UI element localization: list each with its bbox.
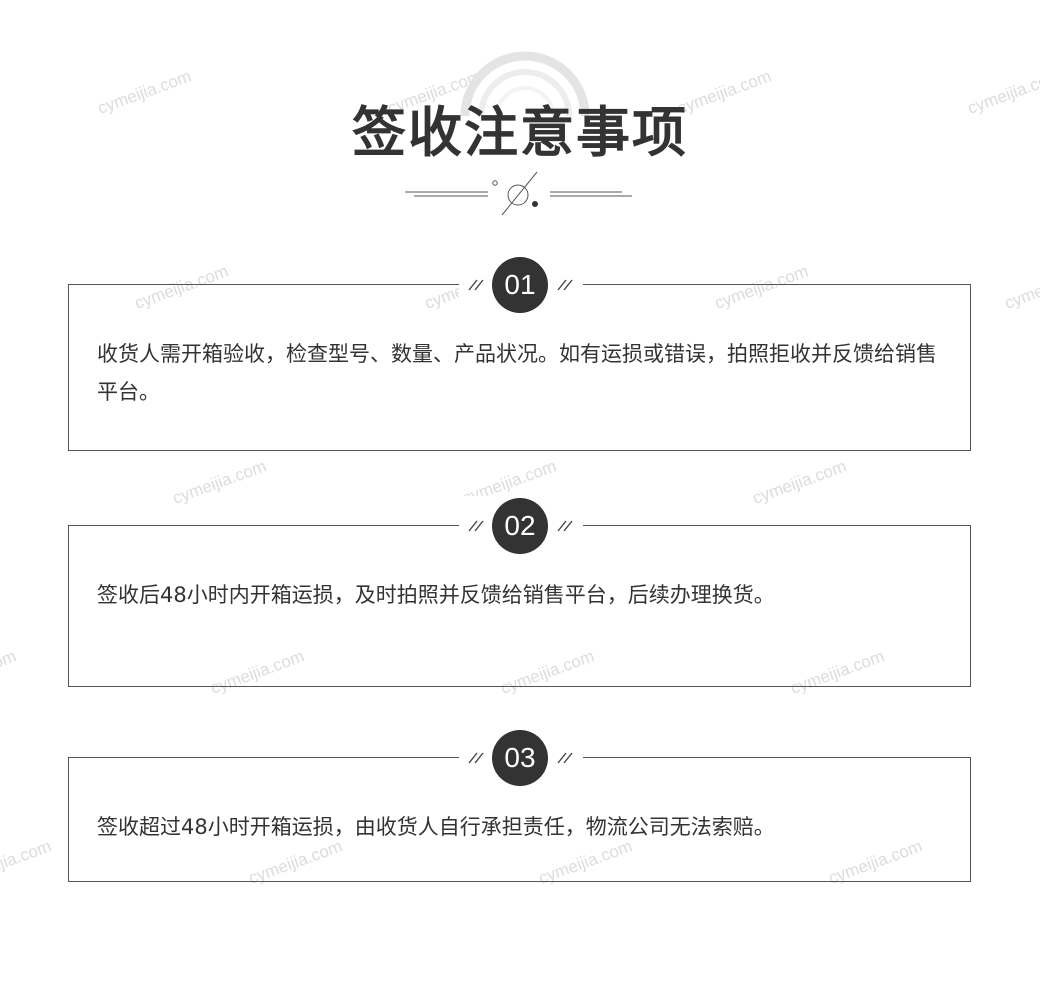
double-slash-icon bbox=[468, 520, 484, 532]
double-slash-icon bbox=[468, 752, 484, 764]
page-header: 签收注意事项 bbox=[0, 40, 1040, 230]
number-badge: 03 bbox=[492, 730, 548, 786]
watermark: cymeijia.com bbox=[170, 456, 269, 508]
divider-ornament-icon bbox=[405, 171, 632, 216]
double-slash-icon bbox=[557, 752, 573, 764]
number-badge: 02 bbox=[492, 498, 548, 554]
double-slash-icon bbox=[557, 279, 573, 291]
notice-text: 签收超过48小时开箱运损，由收货人自行承担责任，物流公司无法索赔。 bbox=[97, 815, 775, 839]
double-slash-icon bbox=[557, 520, 573, 532]
watermark: cymeijia.com bbox=[0, 836, 54, 888]
notice-card-header: 03 bbox=[459, 728, 583, 788]
notice-card-3: 03 签收超过48小时开箱运损，由收货人自行承担责任，物流公司无法索赔。 bbox=[68, 728, 971, 882]
number-badge: 01 bbox=[492, 257, 548, 313]
notice-card-header: 01 bbox=[459, 255, 583, 315]
watermark: cymeijia.com bbox=[1002, 261, 1040, 313]
double-slash-icon bbox=[468, 279, 484, 291]
notice-card-2: 02 签收后48小时内开箱运损，及时拍照并反馈给销售平台，后续办理换货。 bbox=[68, 496, 971, 687]
page-title: 签收注意事项 bbox=[352, 101, 688, 164]
notice-card-1: 01 收货人需开箱验收，检查型号、数量、产品状况。如有运损或错误，拍照拒收并反馈… bbox=[68, 255, 971, 451]
notice-text: 签收后48小时内开箱运损，及时拍照并反馈给销售平台，后续办理换货。 bbox=[97, 583, 775, 607]
arc-decoration-icon bbox=[460, 51, 590, 117]
notice-text: 收货人需开箱验收，检查型号、数量、产品状况。如有运损或错误，拍照拒收并反馈给销售… bbox=[97, 342, 937, 404]
watermark: cymeijia.com bbox=[0, 646, 19, 698]
watermark: cymeijia.com bbox=[750, 456, 849, 508]
notice-card-header: 02 bbox=[459, 496, 583, 556]
